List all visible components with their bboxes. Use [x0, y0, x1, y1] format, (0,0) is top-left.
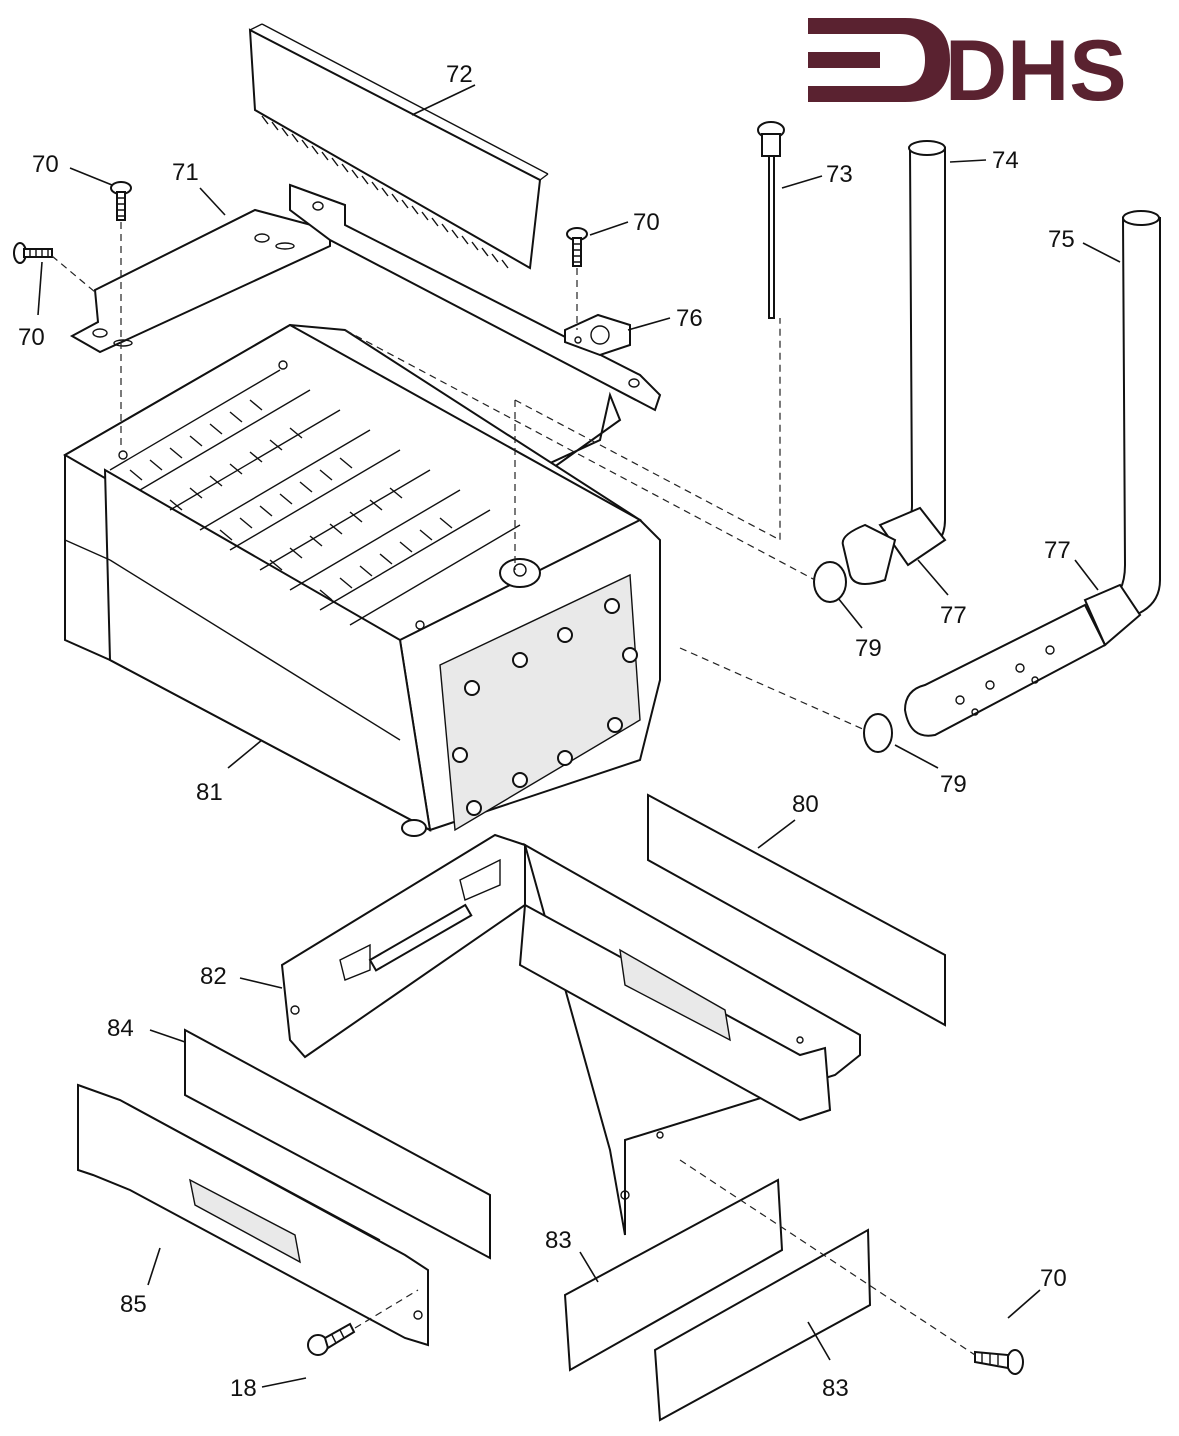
part-72-shield	[248, 23, 549, 270]
callout-83: 83	[822, 1375, 849, 1402]
callout-70: 70	[633, 209, 660, 236]
assembly-lines	[51, 222, 976, 1356]
callout-79: 79	[855, 635, 882, 662]
callout-70: 70	[18, 324, 45, 351]
fin-rows	[109, 369, 521, 626]
screw-70-top-right	[566, 227, 588, 267]
callout-74: 74	[992, 147, 1019, 174]
callout-85: 85	[120, 1291, 147, 1318]
logo-arrow-mark	[808, 18, 950, 102]
part-76-gasket	[564, 313, 631, 357]
screw-70-bottom	[974, 1349, 1024, 1375]
screw-18	[307, 1322, 356, 1356]
part-81-heat-exchanger	[63, 323, 661, 837]
callout-77: 77	[940, 602, 967, 629]
callout-71: 71	[172, 159, 199, 186]
dhs-logo: DHS	[808, 18, 1127, 119]
part-83-block-lower	[653, 1228, 872, 1422]
callout-75: 75	[1048, 226, 1075, 253]
callout-70: 70	[1040, 1265, 1067, 1292]
callout-labels: 72 70 71 70 70 73 74 75 76 77 77 79 79 8…	[18, 61, 1075, 1402]
part-83-block-upper	[563, 1178, 784, 1372]
screw-70-top-left	[110, 181, 132, 221]
callout-80: 80	[792, 791, 819, 818]
callout-79: 79	[940, 771, 967, 798]
part-79-oring-lower	[863, 713, 893, 753]
callout-73: 73	[826, 161, 853, 188]
part-84-insulation	[184, 1028, 491, 1260]
logo-text: DHS	[945, 23, 1127, 119]
part-75-pipe	[903, 210, 1161, 737]
callout-18: 18	[230, 1375, 257, 1402]
callout-77: 77	[1044, 537, 1071, 564]
callout-76: 76	[676, 305, 703, 332]
cover-bolts	[452, 598, 638, 816]
part-85-panel	[77, 1083, 429, 1347]
part-73-probe	[757, 121, 785, 319]
part-80-insulation	[647, 793, 946, 1027]
callout-70: 70	[32, 151, 59, 178]
callout-72: 72	[446, 61, 473, 88]
part-82-frame	[280, 833, 861, 1236]
callout-83: 83	[545, 1227, 572, 1254]
leader-lines	[37, 84, 1121, 1388]
callout-84: 84	[107, 1015, 134, 1042]
part-74-pipe	[841, 140, 947, 585]
callout-82: 82	[200, 963, 227, 990]
callout-81: 81	[196, 779, 223, 806]
screw-70-side-left	[13, 242, 53, 264]
part-79-oring-upper	[813, 561, 847, 603]
